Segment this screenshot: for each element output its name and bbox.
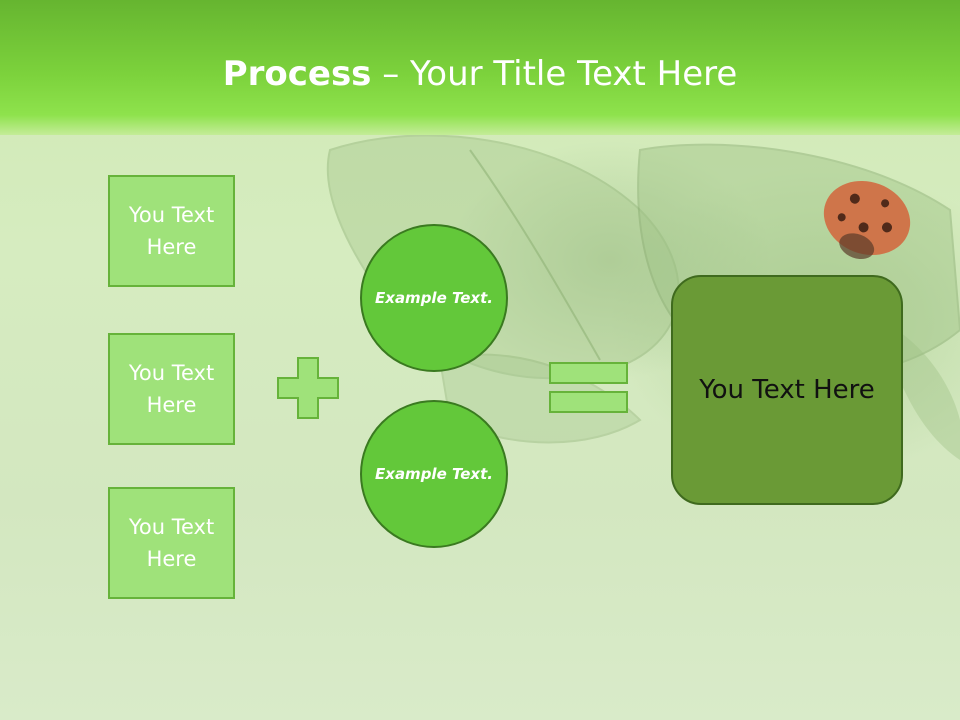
page-title: Process – Your Title Text Here — [0, 52, 960, 96]
input-box-1: You Text Here — [108, 175, 235, 287]
input-box-3: You Text Here — [108, 487, 235, 599]
plus-icon — [277, 357, 339, 419]
ladybug-icon — [823, 180, 911, 260]
equals-icon — [549, 362, 628, 413]
example-circle-2: Example Text. — [360, 400, 508, 548]
title-bold: Process — [222, 54, 372, 94]
input-box-2: You Text Here — [108, 333, 235, 445]
result-box: You Text Here — [671, 275, 903, 505]
example-circle-1: Example Text. — [360, 224, 508, 372]
title-rest: – Your Title Text Here — [371, 54, 738, 94]
title-bar — [0, 0, 960, 135]
